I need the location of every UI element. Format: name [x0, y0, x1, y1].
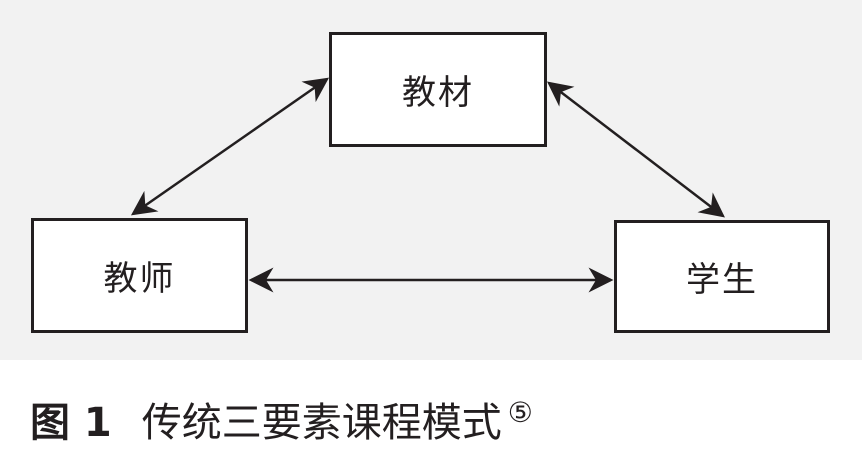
node-textbook: 教材 — [329, 32, 547, 147]
node-teacher: 教师 — [31, 218, 248, 333]
arrow-textbook-student — [547, 81, 725, 218]
node-textbook-label: 教材 — [402, 73, 474, 113]
footnote-marker: ⑤ — [507, 396, 533, 429]
node-student-label: 学生 — [686, 260, 758, 300]
diagram-area: 教材 教师 学生 — [0, 0, 862, 360]
figure-title: 传统三要素课程模式 — [141, 400, 502, 446]
figure-caption: 图 1 传统三要素课程模式 ⑤ — [30, 390, 533, 450]
node-student: 学生 — [614, 220, 830, 333]
arrows-layer — [130, 77, 725, 293]
node-teacher-label: 教师 — [103, 259, 176, 299]
arrow-teacher-textbook — [130, 77, 330, 216]
figure-label: 图 1 — [30, 400, 112, 446]
